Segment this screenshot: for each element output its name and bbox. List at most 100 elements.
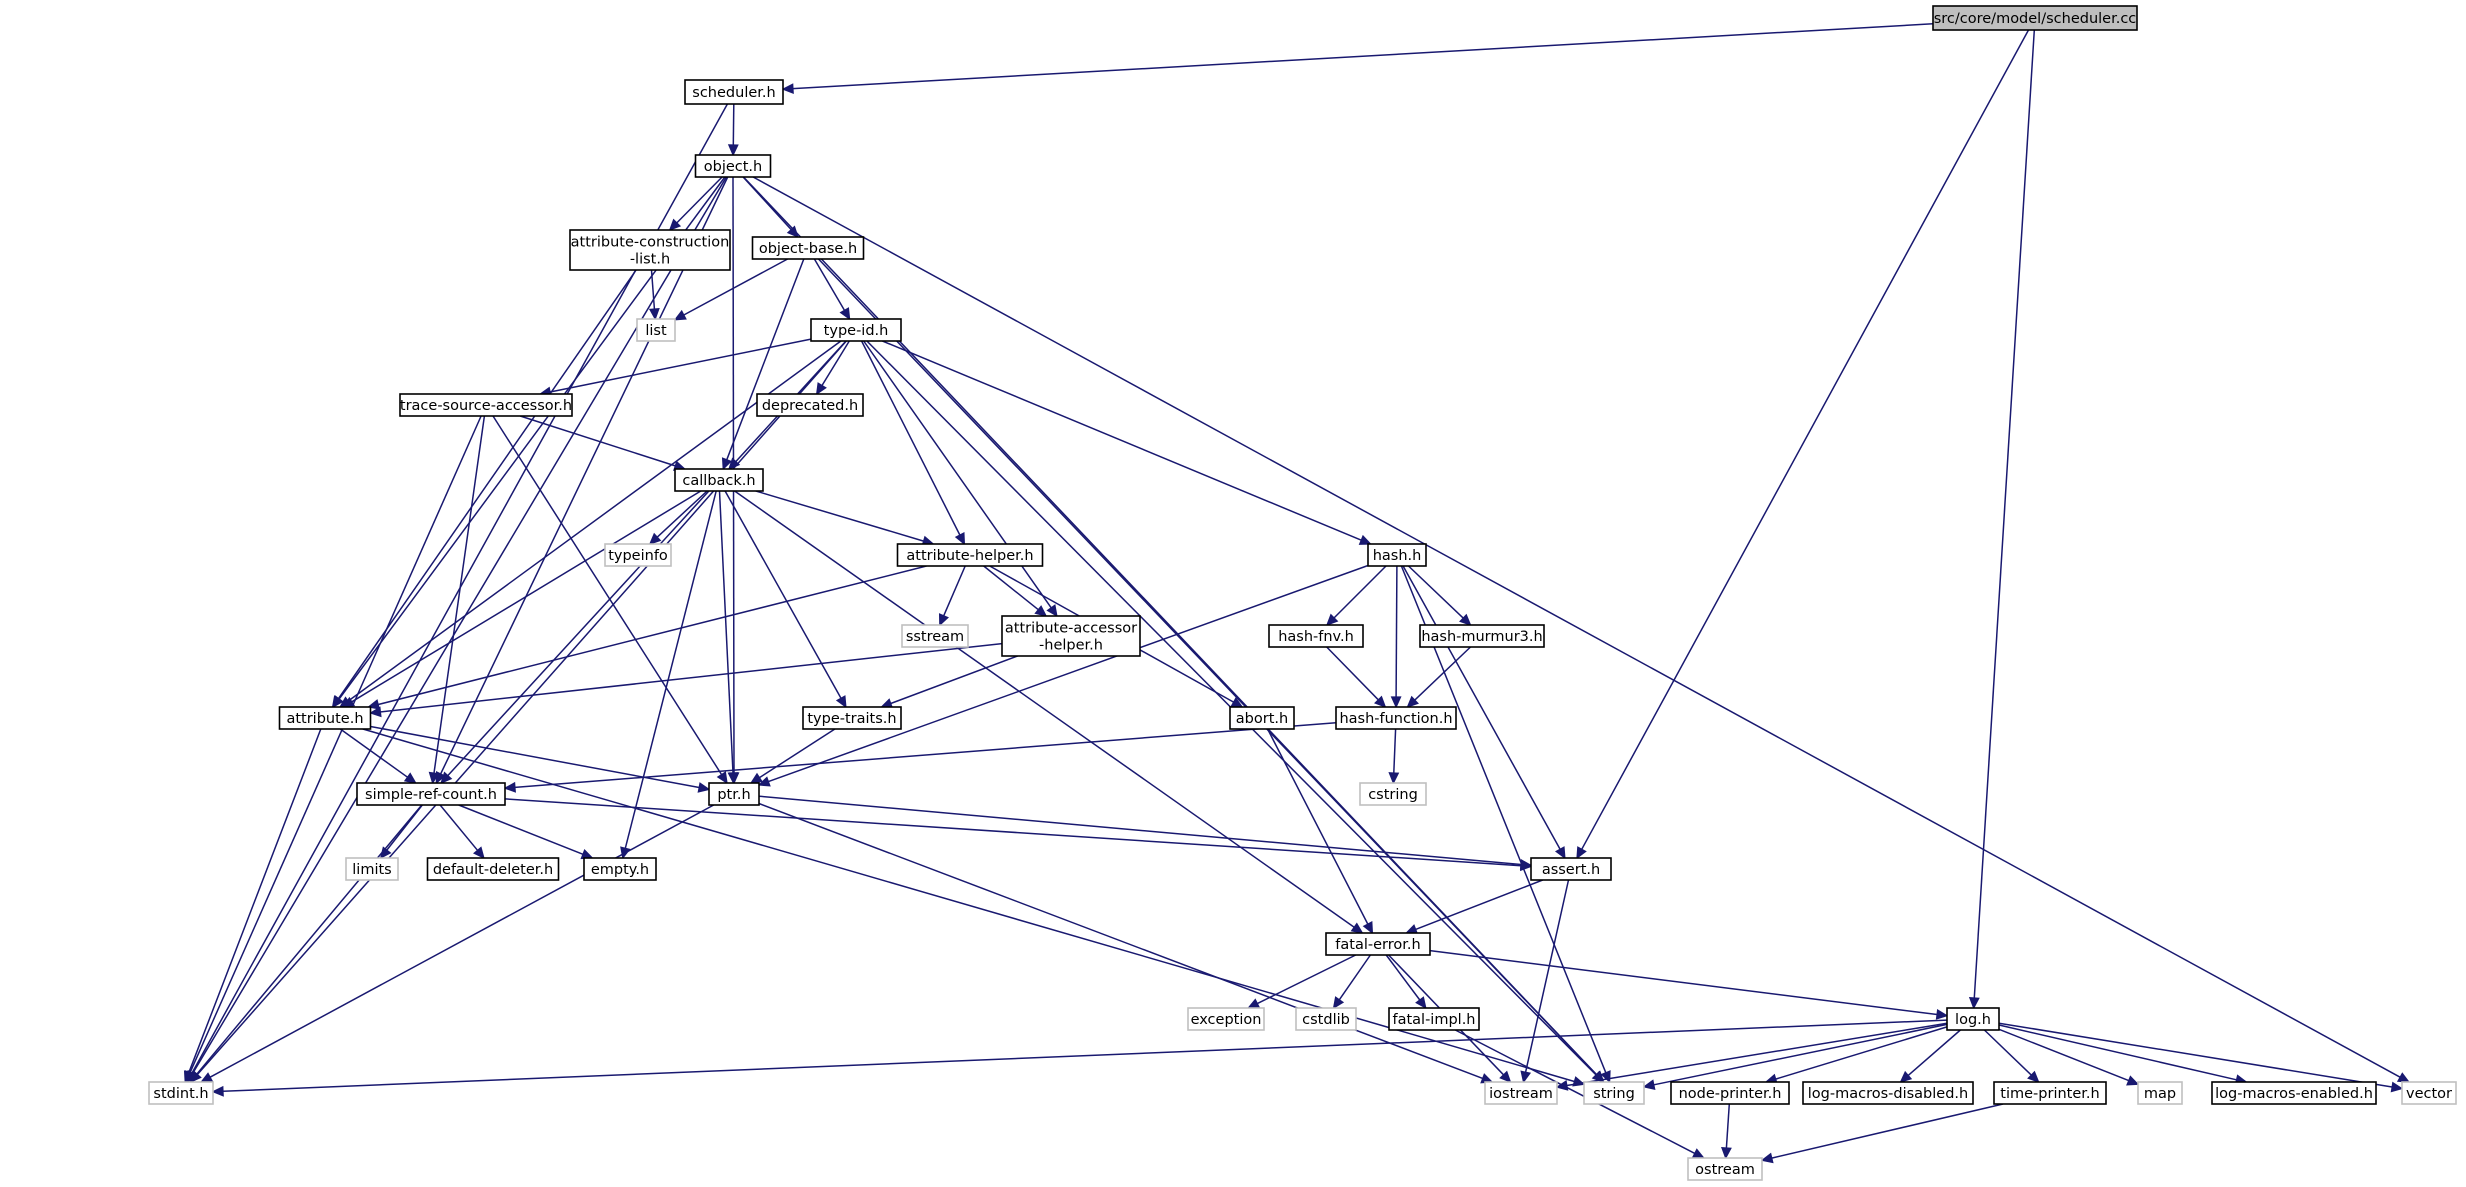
edge-arrowhead [200, 1072, 214, 1083]
node-label: deprecated.h [762, 398, 858, 414]
node-label: hash-function.h [1339, 711, 1452, 727]
node-deprecated-h[interactable]: deprecated.h [756, 393, 864, 417]
node-lmd-h[interactable]: log-macros-disabled.h [1802, 1081, 1974, 1105]
node-box [1419, 624, 1545, 648]
edge-line [504, 798, 1522, 867]
node-object-h[interactable]: object.h [694, 154, 772, 178]
node-box [148, 1081, 214, 1105]
edge-object-h-to-acl-h [668, 176, 723, 232]
edge-acl-h-to-list [648, 269, 660, 321]
edge-arrowhead [954, 532, 966, 546]
node-label: time-printer.h [2000, 1086, 2099, 1102]
edge-callback-h-to-typeinfo [648, 490, 708, 545]
node-empty-h[interactable]: empty.h [583, 857, 657, 881]
edge-assert-h-to-iostream [1520, 879, 1570, 1084]
node-label: limits [352, 862, 391, 878]
edge-arrowhead [1362, 921, 1374, 935]
edge-hash-h-to-assert-h [1402, 565, 1566, 860]
node-label: node-printer.h [1679, 1086, 1782, 1102]
edge-line [209, 804, 715, 1078]
node-map: map [2137, 1081, 2183, 1105]
node-limits: limits [345, 857, 399, 881]
edge-line [759, 728, 836, 779]
edge-line [1907, 1029, 1961, 1076]
edge-arrowhead [1350, 922, 1364, 934]
node-label: simple-ref-count.h [365, 787, 497, 803]
edge-arrowhead [648, 532, 662, 545]
node-hash-murmur3-h[interactable]: hash-murmur3.h [1419, 624, 1545, 648]
edge-hash-h-to-hash-fnv-h [1325, 565, 1387, 627]
edge-arrowhead [183, 1070, 195, 1084]
edge-line [339, 728, 408, 778]
node-label: ostream [1695, 1162, 1755, 1178]
node-assert-h[interactable]: assert.h [1530, 857, 1612, 881]
node-node-printer-h[interactable]: node-printer.h [1670, 1081, 1790, 1105]
node-hash-function-h[interactable]: hash-function.h [1335, 706, 1457, 730]
edge-line [492, 415, 723, 776]
node-type-traits-h[interactable]: type-traits.h [802, 706, 902, 730]
edge-line [1393, 728, 1397, 774]
node-label: iostream [1489, 1086, 1553, 1102]
node-root[interactable]: src/core/model/scheduler.cc [1932, 5, 2138, 31]
node-fatal-impl-h[interactable]: fatal-impl.h [1388, 1007, 1480, 1031]
node-aah-h[interactable]: attribute-accessor-helper.h [1001, 615, 1141, 657]
node-box [1359, 782, 1427, 806]
edge-aah-h-to-attribute-h [369, 642, 1003, 718]
node-fatal-error-h[interactable]: fatal-error.h [1325, 932, 1431, 956]
edge-scheduler-h-to-object-h [727, 103, 739, 157]
node-box [636, 318, 676, 342]
node-hash-fnv-h[interactable]: hash-fnv.h [1268, 624, 1364, 648]
node-abort-h[interactable]: abort.h [1229, 706, 1295, 730]
node-scheduler-h[interactable]: scheduler.h [684, 79, 784, 105]
node-box [1946, 1007, 2000, 1031]
edge-line [188, 728, 322, 1073]
edge-tsa-h-to-callback-h [519, 415, 687, 471]
node-box [1295, 1007, 1357, 1031]
node-box [708, 782, 760, 806]
node-log-h[interactable]: log.h [1946, 1007, 2000, 1031]
edge-hash-h-to-ptr-h [757, 564, 1369, 787]
node-box [356, 782, 506, 806]
node-label: sstream [906, 629, 964, 645]
edge-line [337, 269, 637, 700]
node-lme-h[interactable]: log-macros-enabled.h [2211, 1081, 2377, 1105]
node-attribute-h[interactable]: attribute.h [278, 706, 372, 730]
node-exception: exception [1187, 1007, 1265, 1031]
node-default-deleter-h[interactable]: default-deleter.h [426, 857, 560, 881]
edge-arrowhead [1034, 605, 1048, 617]
edge-callback-h-to-src-h [440, 490, 710, 785]
node-callback-h[interactable]: callback.h [674, 468, 764, 492]
edge-line [458, 804, 584, 855]
node-time-printer-h[interactable]: time-printer.h [1993, 1081, 2107, 1105]
node-label: log-macros-disabled.h [1808, 1086, 1968, 1102]
node-box [1802, 1081, 1974, 1105]
node-label: cstring [1368, 787, 1418, 803]
edge-arrowhead [2396, 1072, 2411, 1083]
node-tsa-h[interactable]: trace-source-accessor.h [399, 393, 573, 417]
edge-arrowhead [749, 772, 763, 784]
edge-callback-h-to-type-traits-h [724, 490, 847, 709]
edge-arrowhead [727, 144, 739, 157]
edge-type-id-h-to-attr-helper-h [860, 340, 966, 546]
edge-arrowhead [1374, 695, 1387, 709]
edge-arrowhead [757, 776, 771, 787]
node-src-h[interactable]: simple-ref-count.h [356, 782, 506, 806]
node-box [802, 706, 902, 730]
node-type-id-h[interactable]: type-id.h [810, 318, 902, 342]
node-box [1229, 706, 1295, 730]
node-acl-h[interactable]: attribute-construction-list.h [569, 229, 731, 271]
edge-line [1998, 1024, 2237, 1081]
node-label: ptr.h [717, 787, 750, 803]
node-attr-helper-h[interactable]: attribute-helper.h [896, 543, 1044, 567]
node-ptr-h[interactable]: ptr.h [708, 782, 760, 806]
edge-line [196, 340, 847, 1075]
node-object-base-h[interactable]: object-base.h [751, 236, 865, 260]
edge-arrowhead [1390, 696, 1402, 709]
edge-arrowhead [369, 706, 382, 718]
edge-line [758, 802, 1483, 1080]
edge-arrowhead [697, 782, 711, 793]
edge-arrowhead [503, 781, 516, 793]
node-hash-h[interactable]: hash.h [1367, 543, 1427, 567]
edge-ptr-h-to-iostream [758, 802, 1494, 1084]
